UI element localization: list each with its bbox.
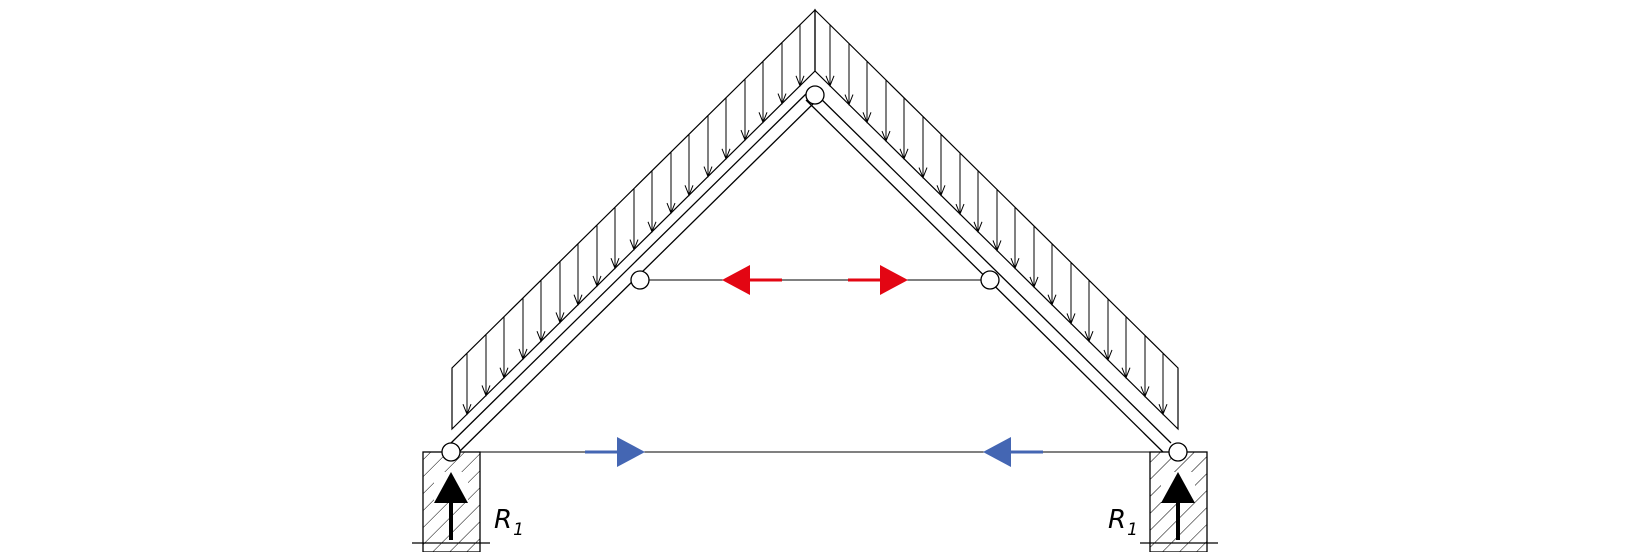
- load-arrow-left-4: [536, 280, 546, 343]
- load-arrow-right-9: [992, 189, 1002, 252]
- load-arrow-left-6: [573, 243, 583, 307]
- left-support-joint: [441, 442, 461, 462]
- load-arrow-left-16: [758, 61, 768, 124]
- tension-arrow-left-head: [722, 265, 750, 295]
- load-arrow-right-16: [1121, 316, 1131, 380]
- load-arrow-left-9: [629, 188, 639, 251]
- load-arrow-left-7: [592, 224, 602, 288]
- reaction-label-left: R1: [494, 505, 524, 540]
- distributed-load-left: [451, 8, 816, 431]
- load-band-right: [814, 8, 1179, 431]
- compression-arrow-right-head: [983, 437, 1011, 467]
- collar-right-joint: [980, 270, 1000, 290]
- load-arrow-right-0: [825, 24, 835, 88]
- apex-joint: [805, 85, 825, 105]
- reaction-arrow-right: [1161, 472, 1195, 540]
- distributed-load-right: [814, 8, 1179, 431]
- load-arrow-right-11: [1029, 225, 1039, 289]
- compression-arrow-left-head: [617, 437, 645, 467]
- reaction-arrow-left: [434, 472, 468, 540]
- load-arrow-right-17: [1140, 335, 1150, 398]
- tension-arrow-right-head: [880, 265, 908, 295]
- left-rafter: [450, 90, 818, 453]
- load-arrow-right-18: [1158, 353, 1168, 416]
- load-arrow-right-1: [844, 43, 854, 106]
- load-arrow-left-3: [518, 297, 528, 361]
- collar-left-joint: [630, 270, 650, 290]
- load-arrow-left-8: [610, 207, 620, 270]
- load-arrow-left-11: [666, 152, 676, 215]
- load-arrow-left-2: [499, 316, 509, 380]
- load-arrow-left-5: [555, 261, 565, 324]
- load-arrow-right-10: [1010, 207, 1020, 270]
- load-arrow-left-18: [795, 24, 805, 88]
- load-arrows-left: [462, 24, 805, 416]
- load-arrow-left-17: [777, 42, 787, 105]
- load-arrow-left-0: [462, 353, 472, 416]
- reaction-label-right: R1: [1108, 505, 1138, 540]
- load-arrow-right-12: [1047, 243, 1057, 307]
- load-arrow-left-1: [481, 334, 491, 397]
- load-arrow-right-7: [955, 153, 965, 216]
- load-arrow-left-12: [684, 134, 694, 197]
- load-arrow-right-3: [881, 80, 891, 143]
- bottom-tie: [460, 437, 1168, 467]
- load-arrow-right-14: [1084, 280, 1094, 343]
- load-arrow-right-15: [1103, 298, 1113, 362]
- load-arrow-right-4: [899, 97, 909, 161]
- collar-tie: [640, 265, 990, 295]
- load-arrow-right-8: [973, 170, 983, 234]
- load-arrow-left-15: [740, 79, 750, 142]
- load-arrow-right-13: [1066, 262, 1076, 325]
- load-arrow-left-14: [721, 97, 731, 161]
- load-arrow-right-2: [862, 61, 872, 124]
- load-arrow-left-10: [647, 170, 657, 234]
- load-arrow-right-6: [936, 134, 946, 197]
- load-arrow-right-5: [918, 116, 928, 179]
- load-arrow-left-13: [703, 115, 713, 178]
- right-support-joint: [1168, 442, 1188, 462]
- load-arrows-right: [825, 24, 1168, 416]
